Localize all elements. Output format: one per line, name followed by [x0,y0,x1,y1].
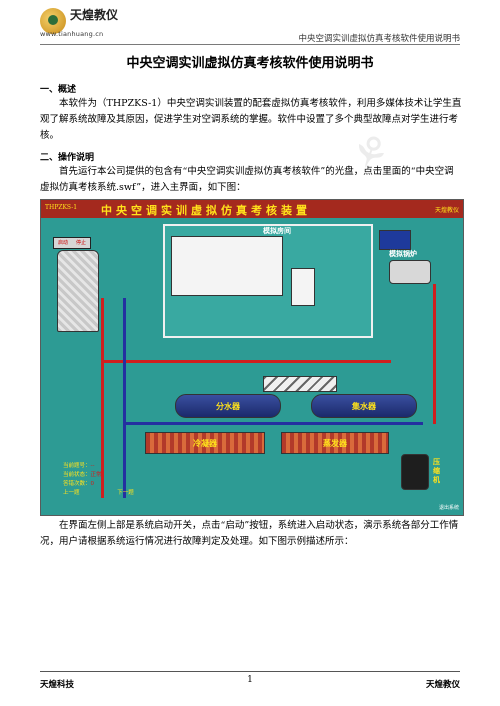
screenshot-title: 中央空调实训虚拟仿真考核装置 [101,204,311,217]
document-title: 中央空调实训虚拟仿真考核软件使用说明书 [126,56,374,71]
start-stop-switch[interactable]: 启动 停止 [53,237,91,249]
pipe-boiler-return [433,284,436,424]
logo-name: 天煌教仪 [70,8,119,22]
compressor [401,454,429,490]
room-label: 模拟房间 [263,227,291,235]
evaporator-unit: 蒸发器 [281,432,389,454]
boiler-label: 模拟锅炉 [389,250,417,258]
footer-right-text: 天煌教仪 [425,680,460,690]
indoor-unit [291,268,315,306]
water-tank [379,230,411,250]
pipe-blue-vertical [123,298,126,498]
condenser-unit: 冷凝器 [145,432,265,454]
simulated-boiler [389,260,431,284]
page-footer: 天煌科技 1 天煌教仪 [40,671,460,696]
stop-button[interactable]: 停止 [75,240,86,246]
collector-tank: 集水器 [311,394,417,418]
header-doc-title: 中央空调实训虚拟仿真考核软件使用说明书 [298,34,460,44]
status-panel: 当前题号：-- 当前状态：正常 答错次数：0 上一题 下一题 [63,462,147,506]
state-label: 当前状态： [63,472,91,478]
pipe-blue-horizontal [123,422,423,425]
state-value: 正常 [90,472,102,478]
fault-no-label: 当前题号： [63,463,91,469]
score-label: 答错次数： [63,481,91,487]
logo-url: www.tianhuang.cn [40,30,104,38]
screenshot-brand: 天煌教仪 [434,207,459,214]
pipe-red-horizontal [101,360,391,363]
prev-button[interactable]: 上一题 [63,490,80,496]
logo-icon [40,8,66,34]
section-heading-operation: 二、操作说明 [40,153,95,163]
operation-paragraph-1: 首先运行本公司提供的包含有“中央空调实训虚拟仿真考核软件”的光盘，点击里面的“中… [40,166,454,193]
start-button[interactable]: 启动 [57,240,68,246]
flow-arrow-strip [263,376,337,392]
operation-paragraph-2: 在界面左侧上部是系统启动开关，点击“启动”按钮，系统进入启动状态，演示系统各部分… [40,520,459,547]
company-logo: 天煌教仪 www.tianhuang.cn [40,6,160,40]
exit-button[interactable]: 退出系统 [438,505,459,511]
distributor-label: 分水器 [216,401,240,411]
screenshot-model: THPZKS-1 [45,204,78,211]
screenshot-title-bar: THPZKS-1 中央空调实训虚拟仿真考核装置 天煌教仪 [41,200,463,218]
pipe-red-vertical [101,298,104,498]
collector-label: 集水器 [352,401,376,411]
page-header: 天煌教仪 www.tianhuang.cn 中央空调实训虚拟仿真考核软件使用说明… [40,4,460,45]
cooling-tower [57,250,99,332]
score-value: 0 [90,481,95,487]
section-heading-overview: 一、概述 [40,85,77,95]
software-screenshot: THPZKS-1 中央空调实训虚拟仿真考核装置 天煌教仪 启动 停止 模拟房间 … [40,199,464,516]
distributor-tank: 分水器 [175,394,281,418]
page-number: 1 [247,675,253,685]
evaporator-label: 蒸发器 [323,438,347,448]
fault-no-value: -- [90,463,95,469]
compressor-label: 压缩机 [433,458,440,484]
condenser-label: 冷凝器 [193,438,217,448]
fan-coil-unit [171,236,283,296]
next-button[interactable]: 下一题 [117,490,134,496]
overview-paragraph: 本软件为（THPZKS-1）中央空调实训装置的配套虚拟仿真考核软件，利用多媒体技… [40,98,462,141]
footer-left-text: 天煌科技 [40,680,75,690]
